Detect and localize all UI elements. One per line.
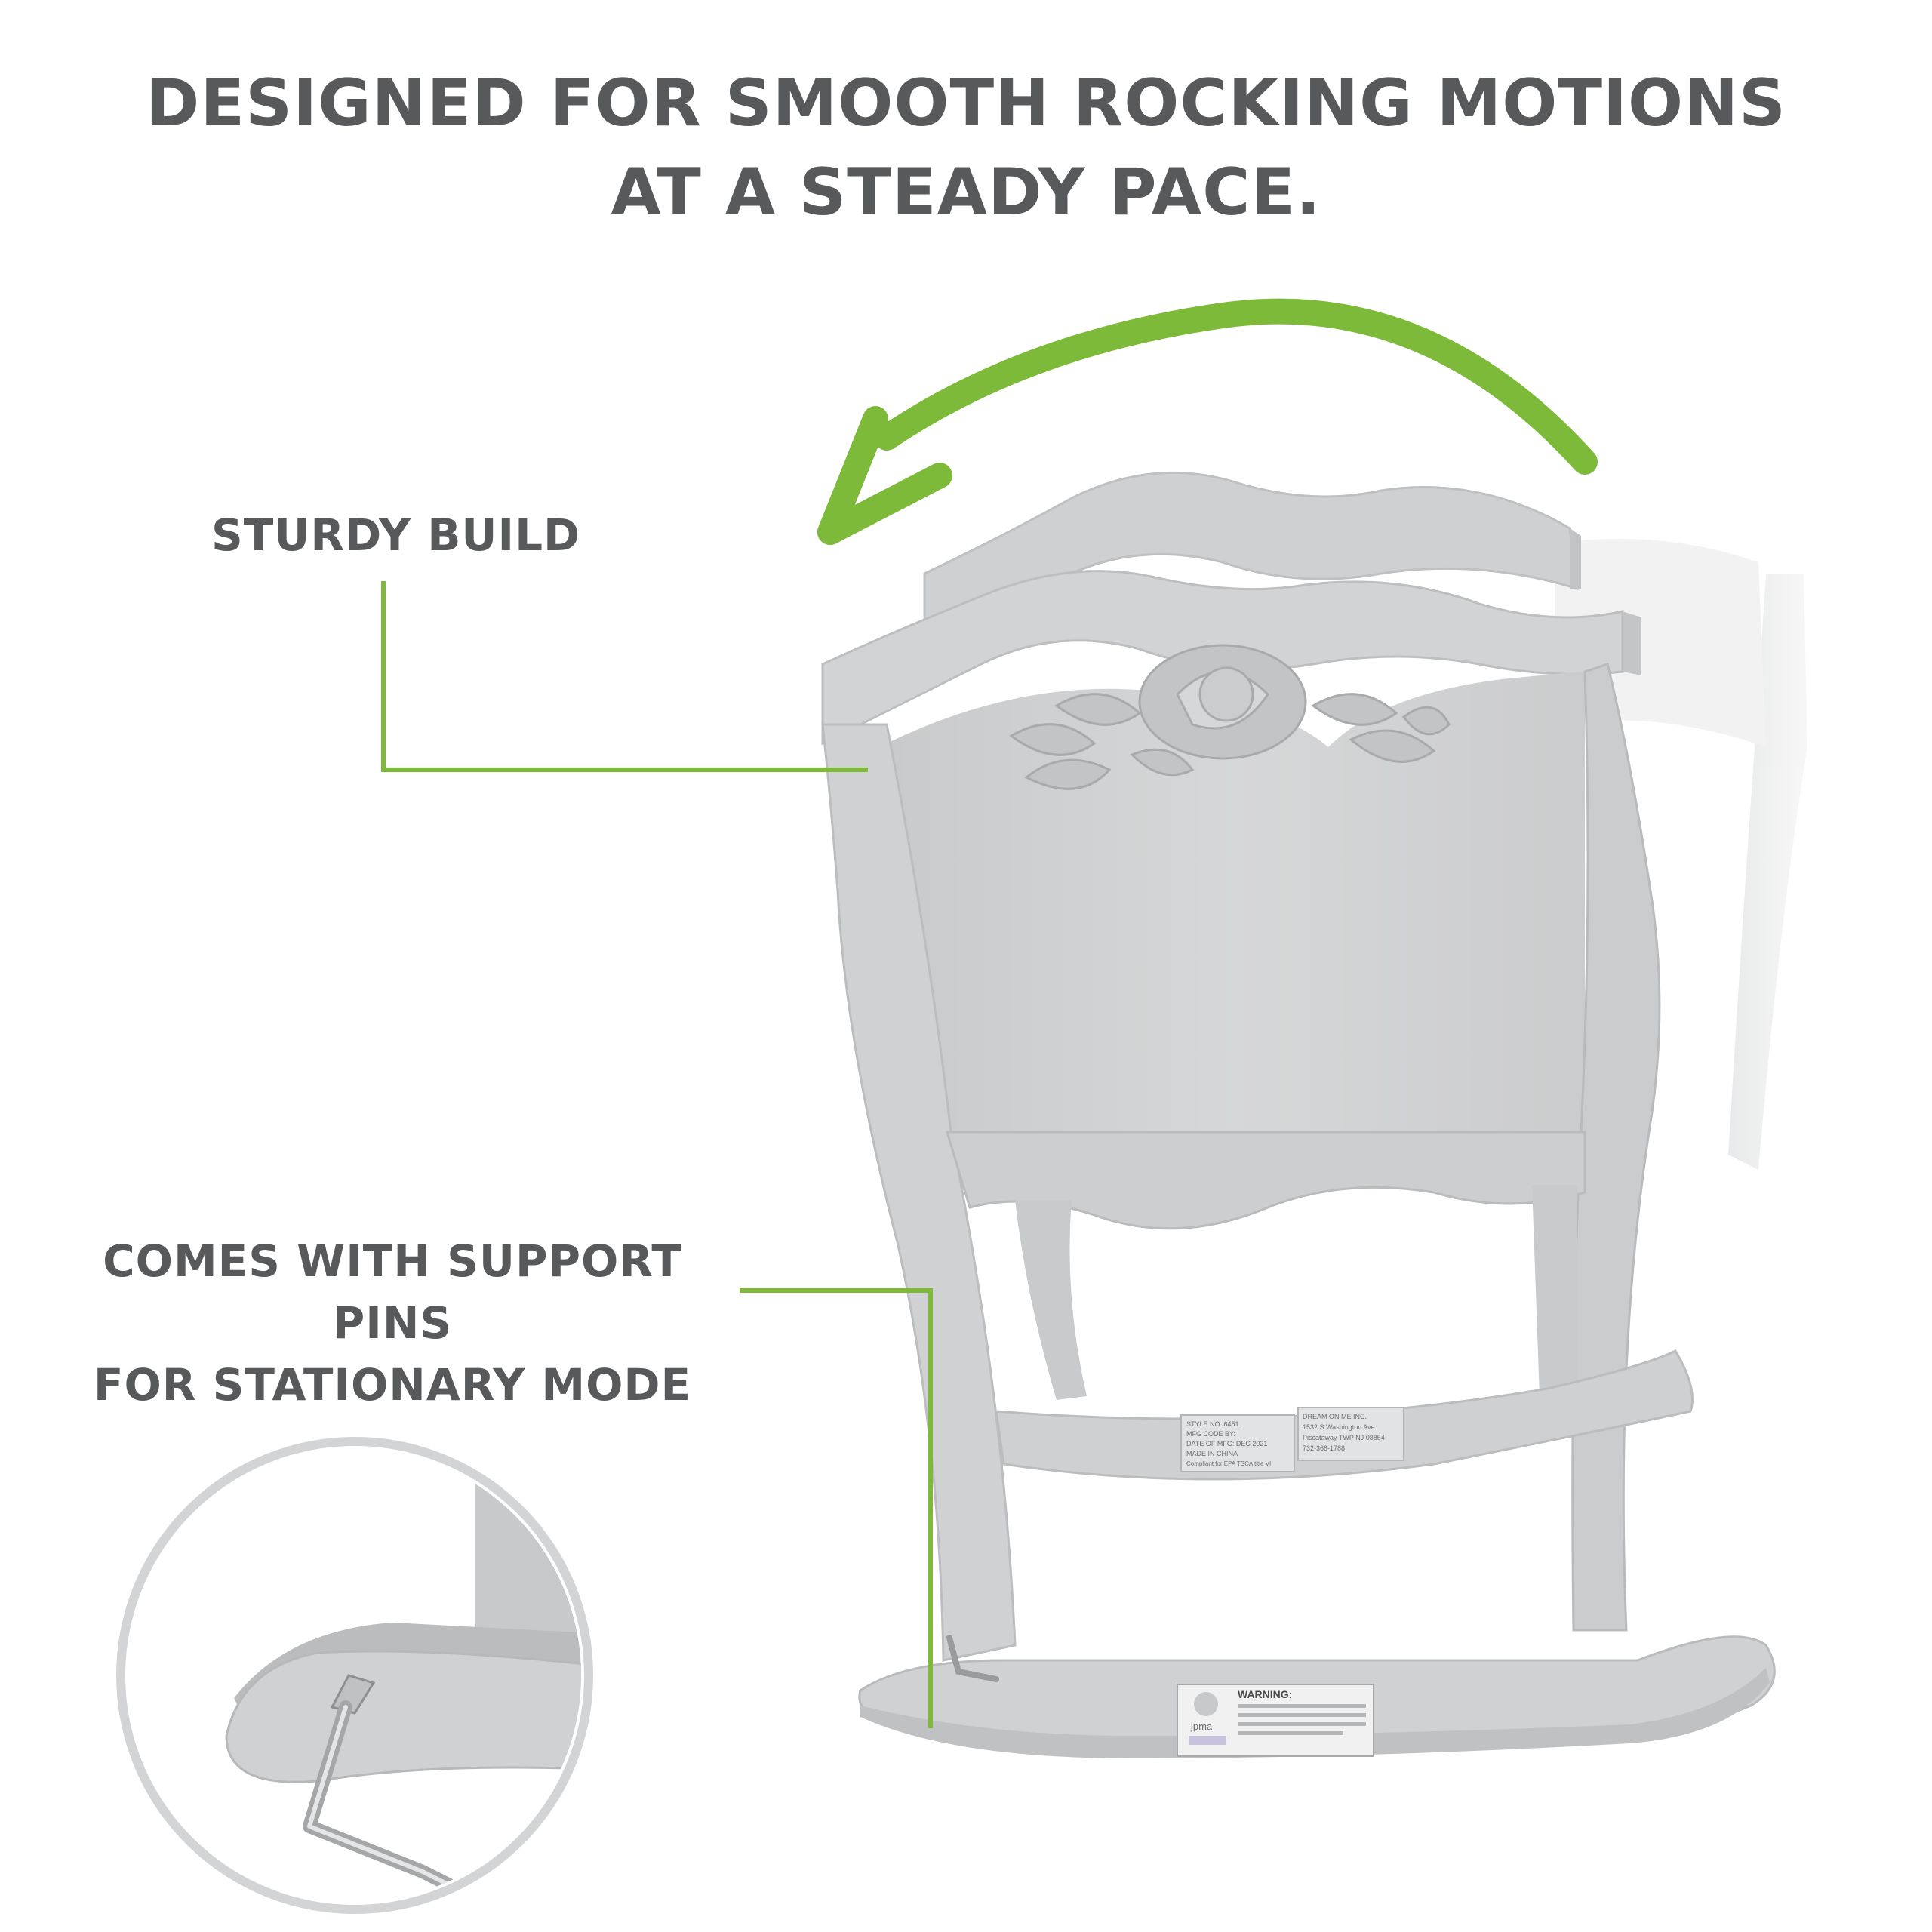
- company-label-line-1: DREAM ON ME INC.: [1303, 1413, 1367, 1420]
- rocking-arrow-icon: [817, 298, 1598, 545]
- support-pin-zoom-inset: [116, 1437, 593, 1914]
- rose-carving: [1009, 644, 1451, 790]
- support-pins-line-1: COMES WITH SUPPORT PINS: [103, 1235, 682, 1349]
- style-label-line-3: DATE OF MFG: DEC 2021: [1186, 1440, 1267, 1447]
- style-label-line-4: MADE IN CHINA: [1186, 1450, 1238, 1457]
- certification-mark: jpma: [1190, 1721, 1213, 1732]
- support-pins-leader: [740, 1288, 933, 1728]
- right-leg: [1532, 1185, 1577, 1396]
- company-label-line-3: Piscataway TWP NJ 08854: [1303, 1434, 1385, 1441]
- company-label: DREAM ON ME INC. 1532 S Washington Ave P…: [1297, 1407, 1404, 1461]
- style-label-line-5: Compliant for EPA TSCA title VI: [1186, 1460, 1271, 1467]
- style-label: STYLE NO: 6451 MFG CODE BY: DATE OF MFG:…: [1180, 1414, 1295, 1472]
- sturdy-build-callout: STURDY BUILD: [211, 509, 581, 561]
- support-pins-line-2: FOR STATIONARY MODE: [93, 1359, 692, 1411]
- warning-label: jpma WARNING:: [1177, 1684, 1374, 1757]
- warning-title: WARNING:: [1238, 1688, 1292, 1700]
- company-label-line-2: 1532 S Washington Ave: [1303, 1423, 1375, 1431]
- left-post: [821, 723, 1017, 1662]
- company-label-line-4: 732-366-1788: [1303, 1444, 1345, 1452]
- sturdy-build-leader: [381, 581, 868, 772]
- support-pin-small: [946, 1635, 999, 1682]
- support-pins-callout: COMES WITH SUPPORT PINS FOR STATIONARY M…: [45, 1230, 740, 1416]
- left-leg: [1015, 1200, 1087, 1400]
- headline-line-1: DESIGNED FOR SMOOTH ROCKING MOTIONS: [146, 66, 1786, 141]
- support-pin-zoomed-icon: [303, 1674, 460, 1894]
- headline-line-2: AT A STEADY PACE.: [611, 155, 1321, 230]
- page-headline: DESIGNED FOR SMOOTH ROCKING MOTIONS AT A…: [0, 59, 1932, 237]
- style-label-line-1: STYLE NO: 6451: [1186, 1420, 1239, 1428]
- style-label-line-2: MFG CODE BY:: [1186, 1430, 1235, 1438]
